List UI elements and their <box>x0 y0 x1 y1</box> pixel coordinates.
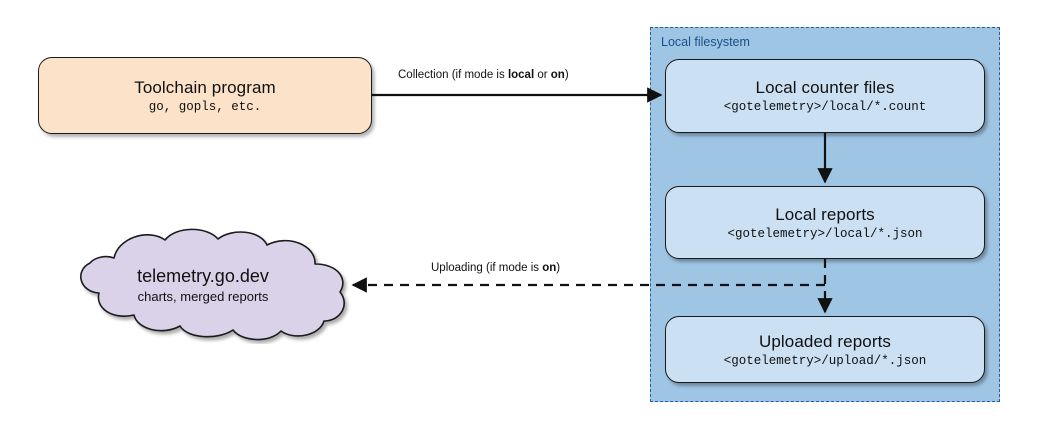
edge-label-collection: Collection (if mode is local or on) <box>398 68 569 82</box>
local-counter-files-node: Local counter files <gotelemetry>/local/… <box>665 59 985 133</box>
uploaded-reports-node: Uploaded reports <gotelemetry>/upload/*.… <box>665 316 985 383</box>
uploaded-reports-path: <gotelemetry>/upload/*.json <box>723 353 927 368</box>
uploaded-reports-title: Uploaded reports <box>758 331 891 351</box>
uploading-label-suffix: ) <box>556 262 561 274</box>
local-counter-files-path: <gotelemetry>/local/*.count <box>723 100 927 114</box>
collection-label-mode-on: on <box>550 69 565 81</box>
edge-label-uploading: Uploading (if mode is on) <box>431 261 560 275</box>
telemetry-cloud-node: telemetry.go.dev charts, merged reports <box>52 226 354 344</box>
collection-label-joiner: or <box>534 69 551 81</box>
local-reports-title: Local reports <box>775 204 875 224</box>
collection-label-mode-local: local <box>507 69 535 81</box>
toolchain-program-subtitle: go, gopls, etc. <box>148 99 262 114</box>
toolchain-program-node: Toolchain program go, gopls, etc. <box>38 57 372 134</box>
local-counter-files-title: Local counter files <box>755 78 895 97</box>
cloud-shape-icon <box>80 228 345 341</box>
toolchain-program-title: Toolchain program <box>134 77 276 97</box>
local-reports-path: <gotelemetry>/local/*.json <box>727 226 923 241</box>
local-reports-node: Local reports <gotelemetry>/local/*.json <box>665 186 985 259</box>
local-filesystem-label: Local filesystem <box>661 35 750 49</box>
uploading-label-prefix: Uploading (if mode is <box>431 262 543 274</box>
collection-label-prefix: Collection (if mode is <box>398 69 508 81</box>
collection-label-suffix: ) <box>564 69 569 81</box>
uploading-label-mode-on: on <box>542 262 557 274</box>
